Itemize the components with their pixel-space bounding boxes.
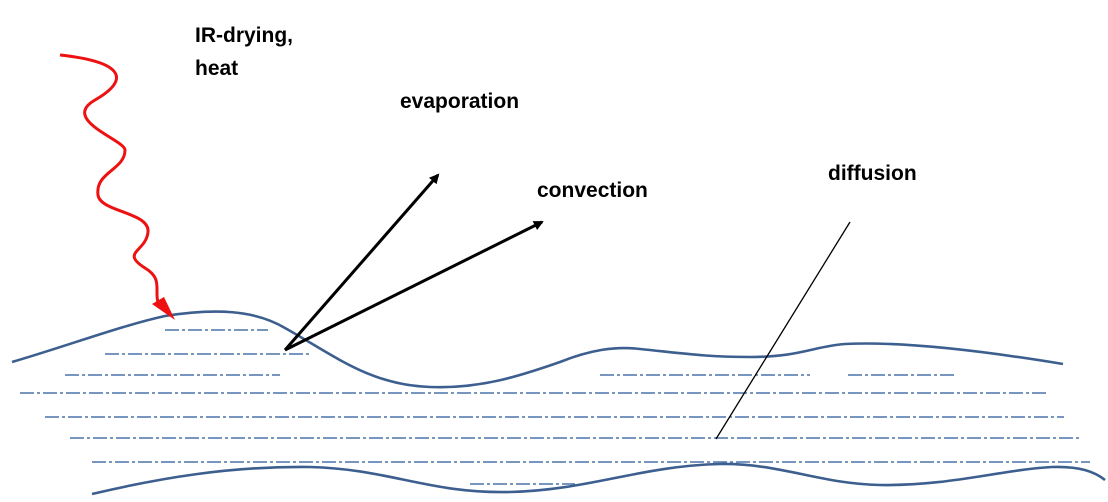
- ir-heat-arrowhead: [152, 297, 175, 320]
- evaporation-arrow: [283, 173, 440, 351]
- convection-arrow: [284, 220, 544, 352]
- evaporation-label: evaporation: [400, 90, 519, 113]
- liquid-film-layers: [20, 329, 1090, 485]
- ir-heat-wave: [59, 53, 162, 309]
- ir-drying-label: IR-drying,: [195, 24, 293, 47]
- liquid-surface-top: [11, 310, 1064, 389]
- diffusion-leader-line: [715, 221, 851, 440]
- diffusion-label: diffusion: [828, 162, 917, 185]
- substrate-line-bottom: [91, 462, 1106, 496]
- heat-label: heat: [195, 57, 238, 80]
- convection-label: convection: [537, 179, 648, 202]
